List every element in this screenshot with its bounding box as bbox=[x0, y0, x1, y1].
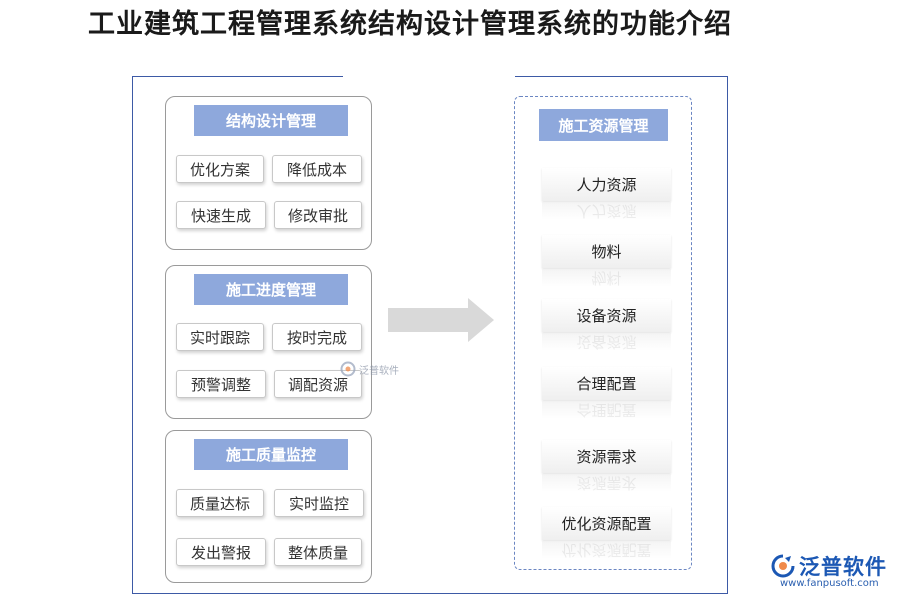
feature-chip: 整体质量 bbox=[274, 538, 362, 566]
group-header: 结构设计管理 bbox=[194, 105, 348, 136]
fanpu-logo-icon bbox=[771, 554, 795, 578]
feature-chip: 预警调整 bbox=[176, 370, 266, 398]
group-quality: 施工质量监控 质量达标 实时监控 发出警报 整体质量 bbox=[165, 430, 372, 583]
fanpu-logo-icon bbox=[340, 361, 356, 377]
resource-item: 设备资源 bbox=[542, 299, 671, 332]
group-schedule: 施工进度管理 实时跟踪 按时完成 预警调整 调配资源 bbox=[165, 265, 372, 419]
brand-name: 泛普软件 bbox=[799, 555, 887, 579]
resource-item: 物料 bbox=[542, 235, 671, 268]
feature-chip: 实时监控 bbox=[274, 489, 364, 517]
resource-item: 资源需求 bbox=[542, 440, 671, 473]
item-reflection: 优化资源配置 bbox=[542, 541, 671, 559]
watermark-text: 泛普软件 bbox=[359, 365, 399, 377]
center-watermark: 泛普软件 bbox=[340, 361, 399, 377]
feature-chip: 修改审批 bbox=[274, 201, 362, 229]
feature-chip: 质量达标 bbox=[176, 489, 264, 517]
feature-chip: 按时完成 bbox=[272, 323, 362, 351]
page-title: 工业建筑工程管理系统结构设计管理系统的功能介绍 bbox=[88, 9, 732, 40]
brand-url: www.fanpusoft.com bbox=[780, 578, 879, 589]
item-reflection: 合理配置 bbox=[542, 401, 671, 419]
resource-item: 合理配置 bbox=[542, 367, 671, 400]
group-header: 施工质量监控 bbox=[194, 439, 348, 470]
frame-gap bbox=[343, 72, 515, 80]
feature-chip: 发出警报 bbox=[176, 538, 266, 566]
resource-item: 优化资源配置 bbox=[542, 507, 671, 540]
resource-panel-header: 施工资源管理 bbox=[539, 109, 668, 141]
resource-item: 人力资源 bbox=[542, 168, 671, 201]
feature-chip: 调配资源 bbox=[274, 370, 362, 398]
item-reflection: 物料 bbox=[542, 269, 671, 287]
feature-chip: 降低成本 bbox=[272, 155, 362, 183]
item-reflection: 设备资源 bbox=[542, 333, 671, 351]
item-reflection: 资源需求 bbox=[542, 474, 671, 492]
arrow-right-icon bbox=[388, 298, 494, 342]
feature-chip: 实时跟踪 bbox=[176, 323, 264, 351]
item-reflection: 人力资源 bbox=[542, 202, 671, 220]
brand-logo: 泛普软件 bbox=[771, 551, 887, 581]
feature-chip: 优化方案 bbox=[176, 155, 264, 183]
resource-panel bbox=[514, 96, 692, 570]
group-structural-design: 结构设计管理 优化方案 降低成本 快速生成 修改审批 bbox=[165, 96, 372, 250]
feature-chip: 快速生成 bbox=[176, 201, 266, 229]
group-header: 施工进度管理 bbox=[194, 274, 348, 305]
